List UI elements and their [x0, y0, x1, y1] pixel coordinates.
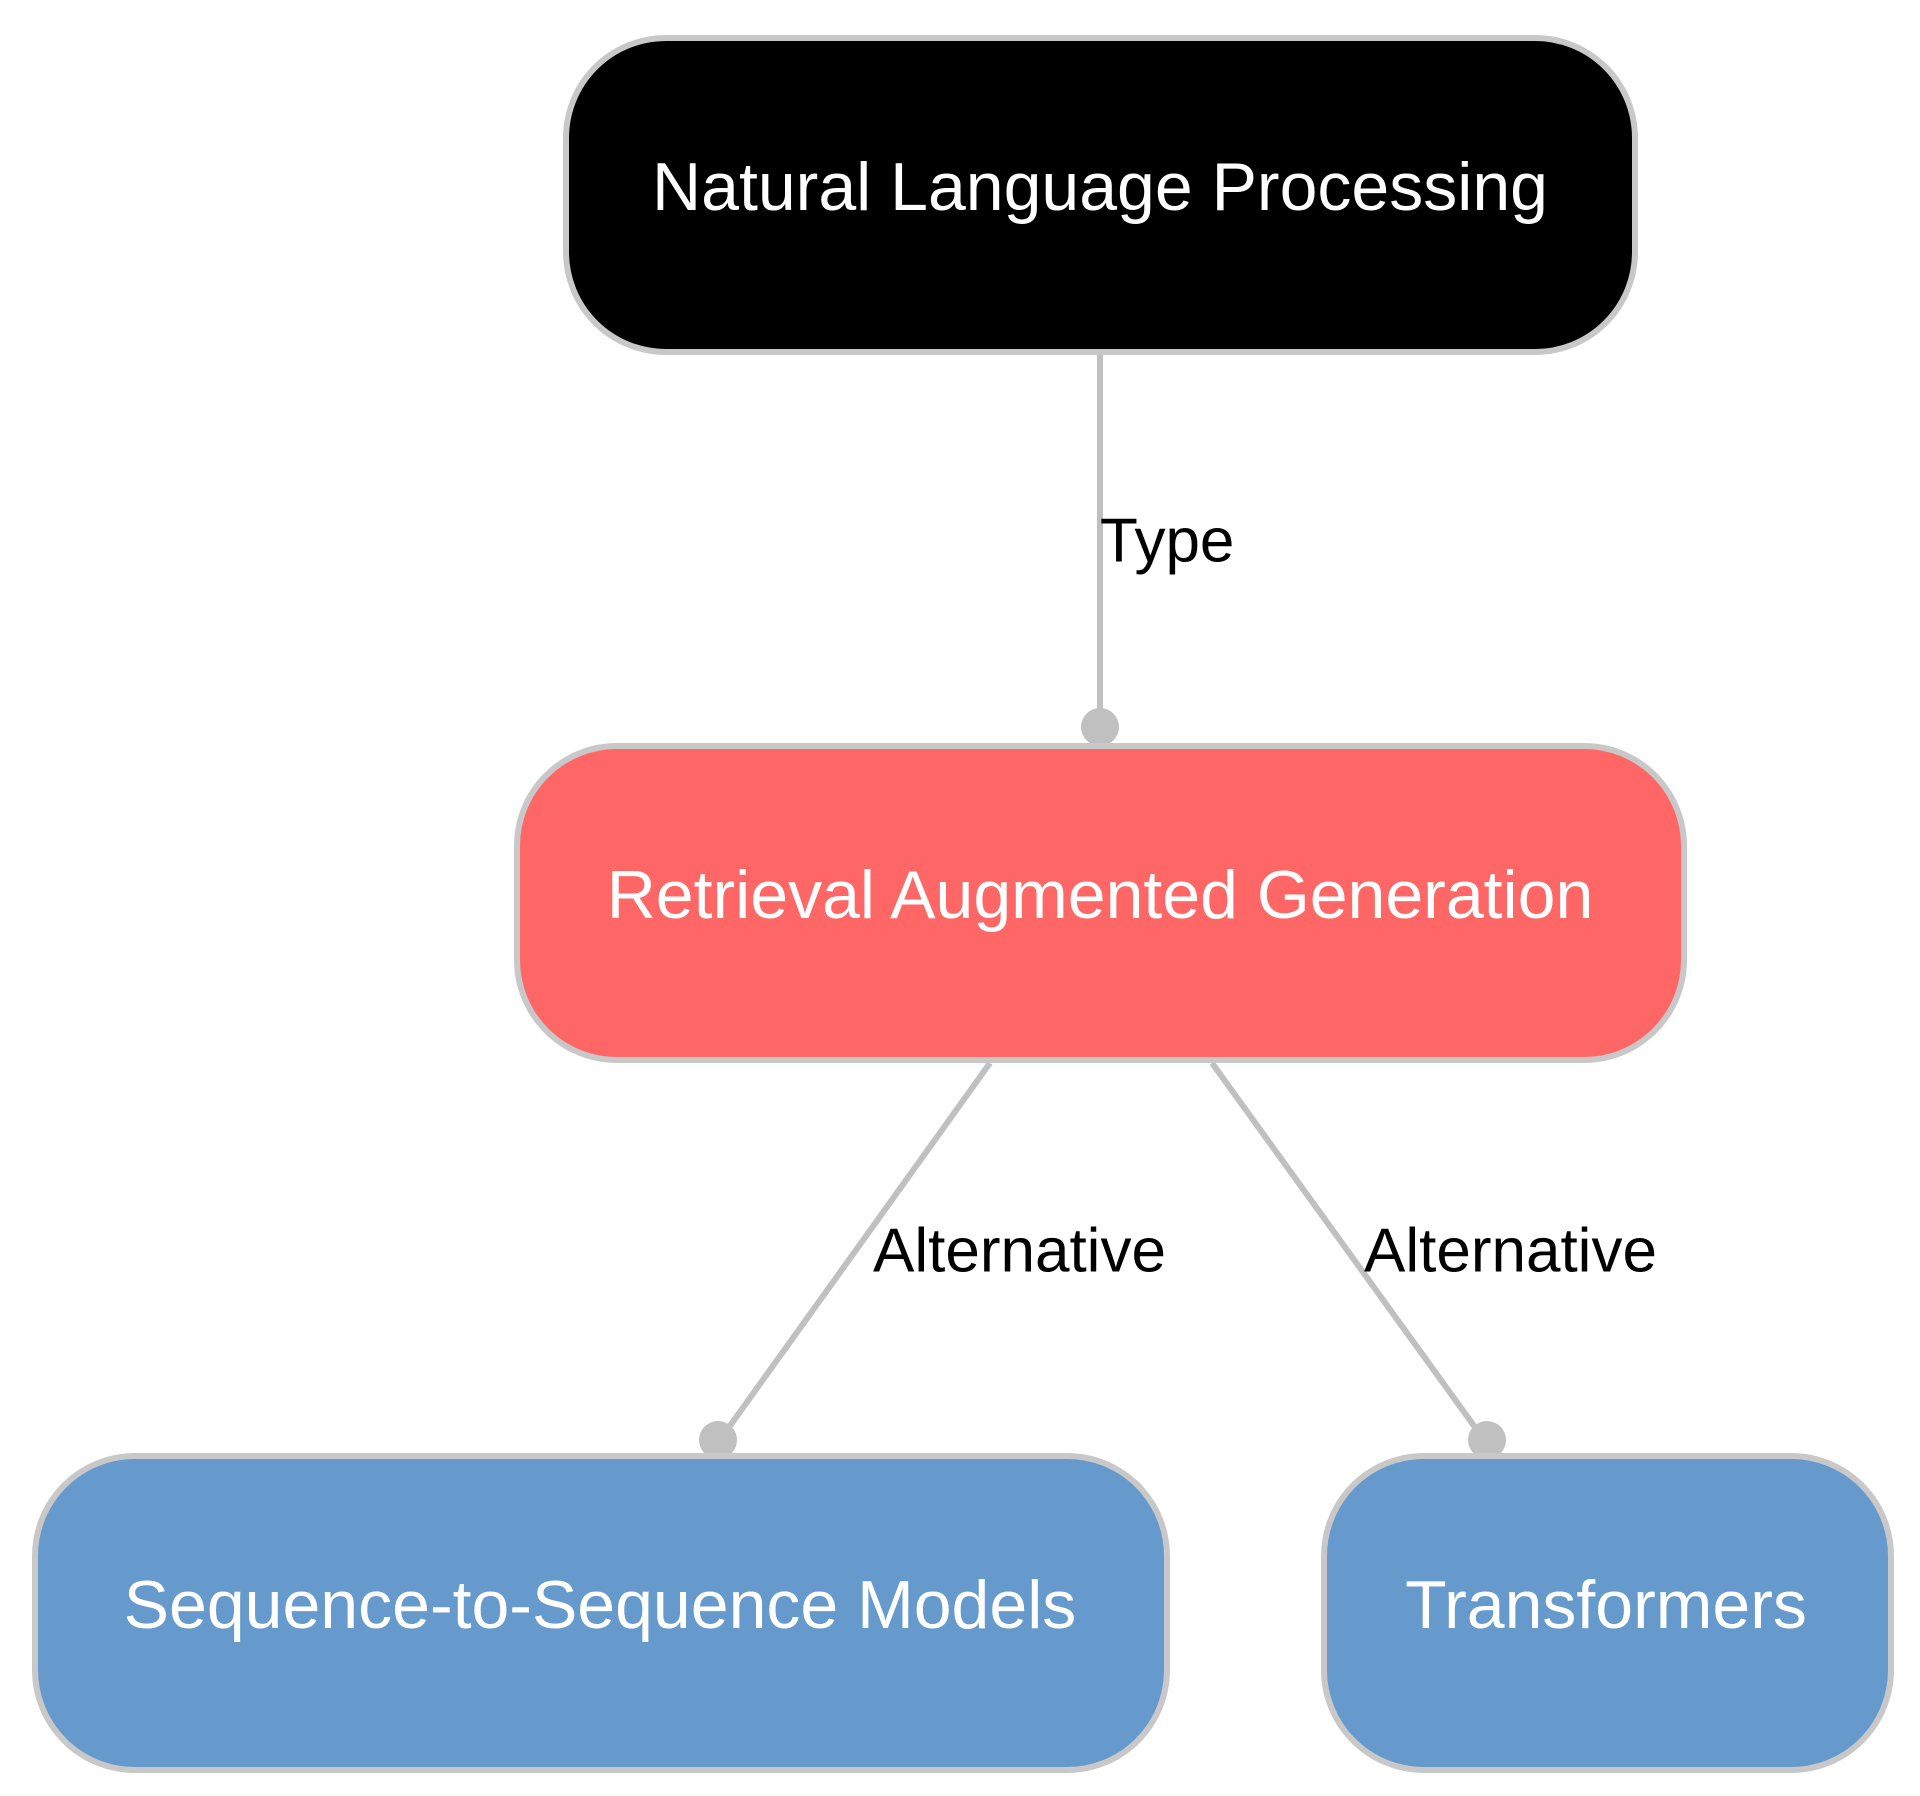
edge-label-alternative-right: Alternative: [1364, 1217, 1657, 1286]
node-label: Retrieval Augmented Generation: [607, 857, 1594, 933]
edge-label-alternative-left: Alternative: [873, 1217, 1166, 1286]
node-box: [1321, 1453, 1894, 1773]
edge-endpoint-dot: [1081, 708, 1119, 746]
edge-rag-to-seq2seq: Alternative: [699, 1061, 1166, 1459]
node-transformers[interactable]: Transformers: [1321, 1453, 1894, 1773]
edge-line: [1209, 1061, 1480, 1432]
node-label: Sequence-to-Sequence Models: [124, 1567, 1077, 1643]
node-label: Natural Language Processing: [652, 149, 1548, 225]
edge-endpoint-dot: [699, 1421, 737, 1459]
edge-nlp-to-rag: Type: [1081, 352, 1234, 746]
node-natural-language-processing[interactable]: Natural Language Processing: [563, 35, 1638, 355]
edge-endpoint-dot: [1468, 1421, 1506, 1459]
node-sequence-to-sequence-models[interactable]: Sequence-to-Sequence Models: [32, 1453, 1170, 1773]
edge-label-type: Type: [1100, 507, 1234, 576]
edge-line: [724, 1061, 993, 1432]
node-box: [32, 1453, 1170, 1773]
node-label: Transformers: [1405, 1567, 1807, 1643]
node-box: [514, 743, 1687, 1063]
node-box: [563, 35, 1638, 355]
node-retrieval-augmented-generation[interactable]: Retrieval Augmented Generation: [514, 743, 1687, 1063]
edge-rag-to-transformers: Alternative: [1209, 1061, 1657, 1459]
